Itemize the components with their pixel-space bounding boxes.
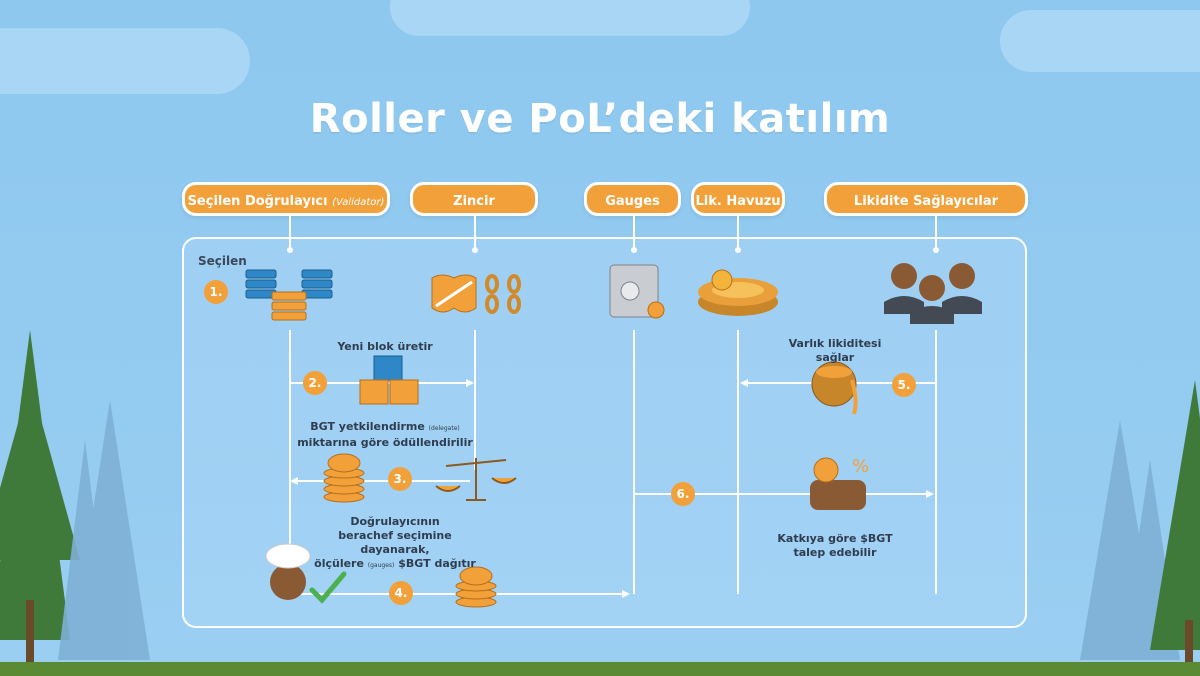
header-validator-note: (Validator) bbox=[332, 197, 385, 208]
caption-reward-tiny: (delegate) bbox=[428, 425, 460, 432]
page-title: Roller ve PoL’deki katılım bbox=[309, 96, 891, 142]
caption-dist-line1: Doğrulayıcının bbox=[350, 515, 440, 528]
honey-pot-icon bbox=[811, 361, 858, 415]
caption-reward: BGT yetkilendirme (delegate) miktarına g… bbox=[290, 420, 480, 450]
panel-label: Seçilen bbox=[198, 254, 247, 268]
caption-claim-line1: Katkıya göre $BGT bbox=[777, 532, 893, 545]
cloud bbox=[0, 28, 250, 94]
caption-distribution: Doğrulayıcının berachef seçimine dayanar… bbox=[305, 515, 485, 573]
header-chain: Zincir bbox=[410, 182, 538, 216]
caption-claim: Katkıya göre $BGT talep edebilir bbox=[770, 532, 900, 560]
step-badge-6: 6. bbox=[671, 482, 695, 506]
liquidity-providers-bears-icon bbox=[884, 263, 982, 324]
step-badge-1: 1. bbox=[204, 280, 228, 304]
cloud bbox=[390, 0, 750, 36]
caption-dist-line2: berachef seçimine dayanarak, bbox=[338, 529, 452, 556]
header-providers: Likidite Sağlayıcılar bbox=[824, 182, 1028, 216]
claim-coin-hand-icon: % bbox=[810, 456, 869, 510]
caption-dist-line3b: $BGT dağıtır bbox=[398, 557, 476, 570]
coin-stack-icon bbox=[323, 453, 365, 503]
coin-stack-icon bbox=[455, 566, 497, 608]
caption-claim-line2: talep edebilir bbox=[793, 546, 877, 559]
header-validator-label: Seçilen Doğrulayıcı bbox=[187, 194, 328, 209]
step-badge-3: 3. bbox=[388, 467, 412, 491]
server-stack-icon bbox=[245, 269, 333, 321]
cloud bbox=[1000, 10, 1200, 72]
caption-dist-tiny: (gauges) bbox=[367, 562, 395, 569]
balance-scale-icon bbox=[435, 458, 517, 501]
svg-text:%: % bbox=[852, 456, 869, 477]
step-badge-2: 2. bbox=[303, 371, 327, 395]
header-gauges: Gauges bbox=[584, 182, 681, 216]
new-block-cubes-icon bbox=[359, 355, 419, 405]
chef-bear-icon bbox=[265, 543, 311, 600]
step-badge-5: 5. bbox=[892, 373, 916, 397]
step-badge-4: 4. bbox=[389, 581, 413, 605]
checkmark-icon bbox=[309, 571, 347, 604]
header-validator: Seçilen Doğrulayıcı (Validator) bbox=[182, 182, 390, 216]
caption-liquidity: Varlık likiditesi sağlar bbox=[788, 337, 882, 364]
caption-reward-line2: miktarına göre ödüllendirilir bbox=[297, 436, 473, 449]
caption-reward-line1: BGT yetkilendirme bbox=[310, 420, 425, 433]
safe-vault-icon bbox=[609, 264, 665, 319]
caption-dist-line3a: ölçülere bbox=[314, 557, 364, 570]
honey-pool-icon bbox=[698, 269, 778, 316]
caption-new-block: Yeni blok üretir bbox=[337, 340, 433, 353]
grass-strip bbox=[0, 662, 1200, 676]
header-pool: Lik. Havuzu bbox=[691, 182, 785, 216]
chain-icon bbox=[431, 274, 521, 314]
